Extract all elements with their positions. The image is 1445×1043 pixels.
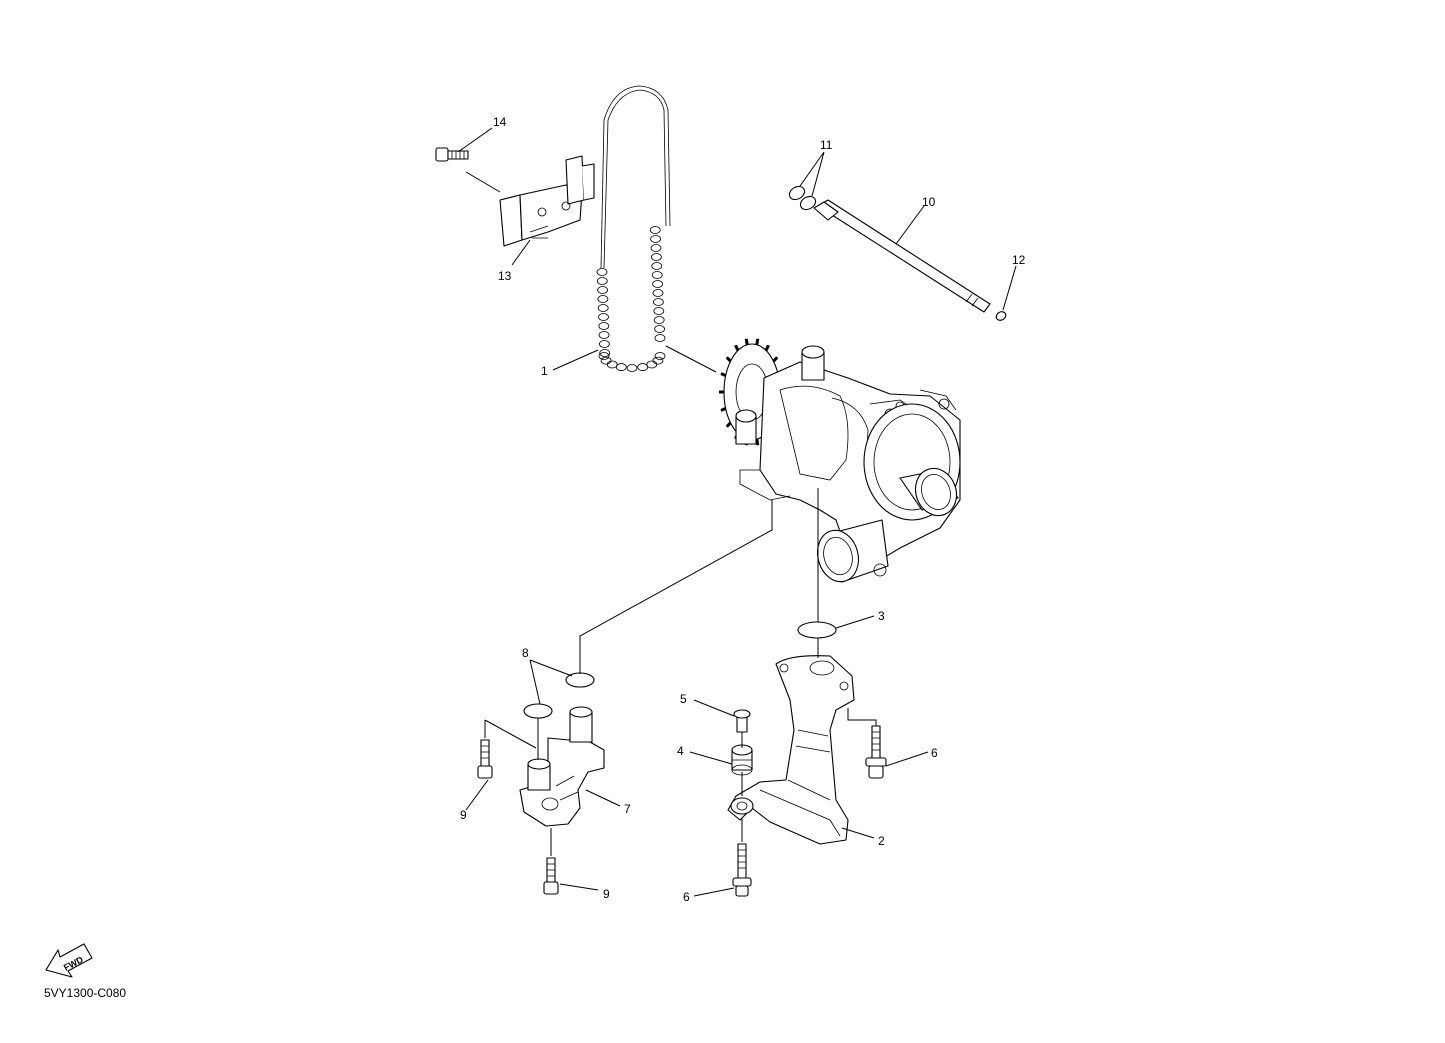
chain-link [598,352,610,360]
chain-link [626,364,638,372]
chain-link [652,289,664,297]
chain-link [650,244,662,252]
sprocket-tooth [744,338,749,345]
chain-link [597,304,609,312]
callout-8: 8 [522,646,529,660]
callout-2: 2 [878,834,885,848]
chain-link [652,356,664,365]
chain-link [653,316,665,324]
sprocket-tooth [720,372,727,377]
callout-7: 7 [624,802,631,816]
chain-link [646,360,658,369]
chain-guide-part-13[interactable] [499,155,595,247]
o-ring-part-11b[interactable] [798,194,818,212]
sprocket-tooth [725,356,732,363]
chain-link [597,286,608,294]
chain-link [650,235,661,243]
callout-labels: 1 2 3 4 5 6 6 7 8 9 9 10 11 12 13 14 [460,115,1026,904]
oil-pipe-part-7[interactable] [519,706,605,827]
bolt-part-6-lower[interactable] [732,843,752,897]
o-ring-part-8b[interactable] [523,703,553,719]
chain-link [651,271,663,279]
leader-lines [457,127,1017,897]
sprocket-tooth [725,421,732,428]
bolt-part-9-upper[interactable] [477,739,493,779]
callout-9-upper: 9 [460,808,467,822]
chain-link [653,298,664,306]
bolt-part-14[interactable] [435,147,469,162]
callout-12: 12 [1012,253,1026,267]
assembly-guide-lines [465,171,877,856]
drive-chain-part-1[interactable] [596,85,671,372]
chain-link [652,280,663,288]
strainer-pipe-part-2[interactable] [727,655,855,845]
sprocket-tooth [720,407,727,412]
o-ring-part-3[interactable] [797,621,837,639]
chain-link [598,331,610,339]
o-ring-part-11a[interactable] [787,184,807,202]
shaft-part-10[interactable] [813,199,991,313]
sprocket-tooth [772,356,779,363]
chain-link [597,295,609,303]
callout-3: 3 [878,609,885,623]
diagram-code: 5VY1300-C080 [44,986,126,1000]
chain-link [649,226,661,234]
callout-1: 1 [541,364,548,378]
damper-part-4[interactable] [731,744,753,776]
chain-link [599,340,610,348]
callout-6-lower: 6 [683,890,690,904]
chain-link [598,322,610,330]
chain-link [637,363,649,371]
chain-link [596,268,608,276]
bolt-part-9-lower[interactable] [543,857,559,895]
callout-4: 4 [677,744,684,758]
chain-link [600,356,612,365]
chain-link [606,360,618,369]
chain-link [651,262,663,270]
callout-14: 14 [493,115,507,129]
callout-6-upper: 6 [931,746,938,760]
chain-link [598,313,609,321]
sprocket-tooth [764,344,770,352]
chain-links [596,226,666,372]
o-ring-part-12[interactable] [995,310,1008,322]
chain-link [654,334,666,342]
callout-13: 13 [498,269,512,283]
callout-11: 11 [820,138,833,152]
sprocket-tooth [755,439,760,446]
sprocket-tooth [734,344,740,352]
chain-link [615,363,627,371]
callout-10: 10 [922,195,936,209]
chain-link [654,325,665,333]
chain-link [653,307,665,315]
chain-link [596,277,608,285]
oil-pump-assembly[interactable] [719,338,963,586]
chain-link [654,352,666,360]
forward-direction-arrow-icon: FWD [45,943,93,978]
callout-5: 5 [680,692,687,706]
bolt-part-6-upper[interactable] [865,725,887,779]
chain-link [651,253,662,261]
callout-9-lower: 9 [603,887,610,901]
collar-part-5[interactable] [733,709,751,733]
sprocket-tooth [755,338,760,345]
chain-link [599,349,611,357]
